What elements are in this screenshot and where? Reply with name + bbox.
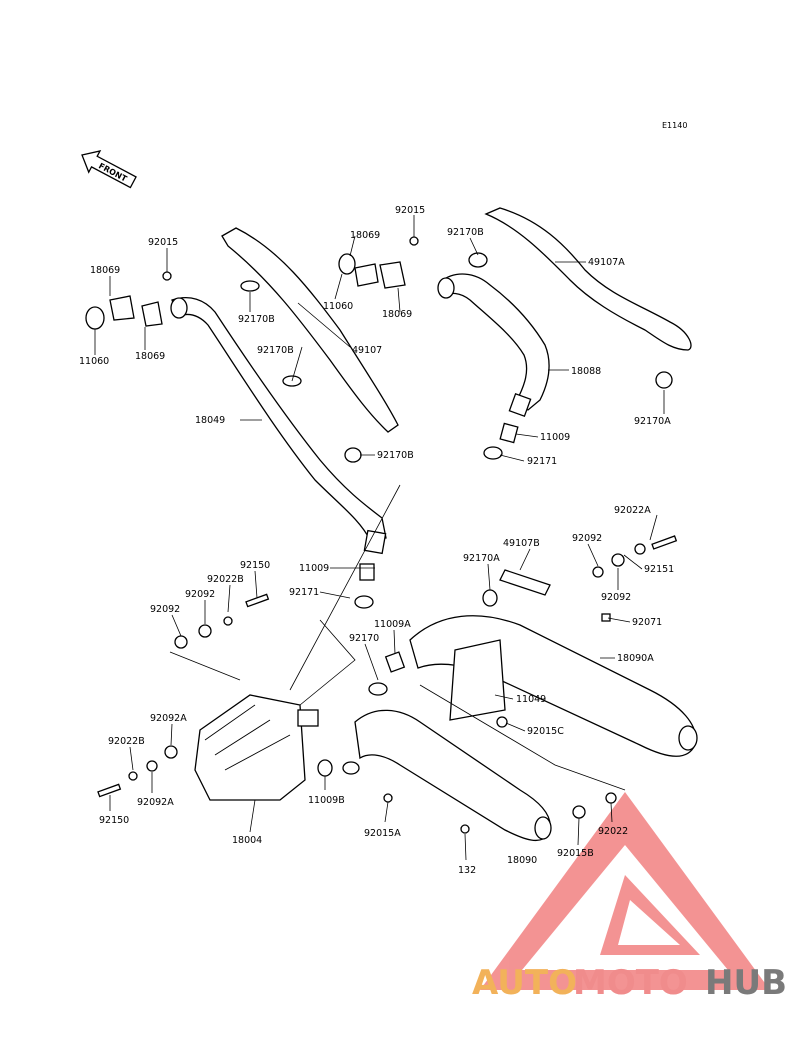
bracket-11049 [449,639,506,721]
front-arrow-icon: FRONT [81,150,137,189]
part-labels: 92015 92015 18069 11060 18069 92170B 921… [79,205,674,876]
diagram-code: E1140 [662,121,687,130]
label-11009: 11009 [299,563,329,574]
label-92092: 92092 [185,589,215,600]
label-18069: 18069 [90,265,120,276]
watermark-hub: HUB [705,963,787,1003]
label-92150: 92150 [99,815,129,826]
silencer-18090 [354,709,551,842]
label-92171: 92171 [289,587,319,598]
label-11049: 11049 [516,694,546,705]
label-18090a: 18090A [617,653,654,664]
watermark-text: AUTO MOTO HUB [472,963,787,1003]
label-92170: 92170 [349,633,379,644]
watermark-auto: AUTO [472,963,577,1003]
label-92092a: 92092A [137,797,174,808]
label-92150: 92150 [240,560,270,571]
label-92015: 92015 [395,205,425,216]
label-18090: 18090 [507,855,537,866]
label-92170b: 92170B [447,227,484,238]
muffler-18004 [194,694,306,801]
label-11009a: 11009A [374,619,411,630]
label-92171: 92171 [527,456,557,467]
label-11009b: 11009B [308,795,345,806]
watermark-logo [480,792,770,990]
label-18049: 18049 [195,415,225,426]
label-92170b: 92170B [257,345,294,356]
heat-guard-49107 [221,227,399,433]
label-18069: 18069 [135,351,165,362]
label-18069: 18069 [350,230,380,241]
label-92022b: 92022B [108,736,145,747]
label-132: 132 [458,865,476,876]
label-92151: 92151 [644,564,674,575]
exhaust-pipe-18088 [439,273,550,411]
watermark-moto: MOTO [573,963,688,1003]
label-92092: 92092 [572,533,602,544]
label-92015b: 92015B [557,848,594,859]
label-92071: 92071 [632,617,662,628]
label-92092a: 92092A [150,713,187,724]
bracket-18069 [379,261,406,289]
label-92170a: 92170A [463,553,500,564]
leader-lines [94,215,665,861]
label-49107: 49107 [352,345,382,356]
label-92015a: 92015A [364,828,401,839]
label-11060: 11060 [79,356,109,367]
label-11009: 11009 [540,432,570,443]
label-92022b: 92022B [207,574,244,585]
label-92092: 92092 [150,604,180,615]
label-92170a: 92170A [634,416,671,427]
label-92022a: 92022A [614,505,651,516]
label-92015: 92015 [148,237,178,248]
heat-guard-49107a [484,207,692,351]
label-11060: 11060 [323,301,353,312]
label-18088: 18088 [571,366,601,377]
label-18004: 18004 [232,835,262,846]
label-18069: 18069 [382,309,412,320]
label-92015c: 92015C [527,726,564,737]
label-92092: 92092 [601,592,631,603]
label-49107a: 49107A [588,257,625,268]
label-49107b: 49107B [503,538,540,549]
label-92170b: 92170B [377,450,414,461]
label-92022: 92022 [598,826,628,837]
label-92170b: 92170B [238,314,275,325]
